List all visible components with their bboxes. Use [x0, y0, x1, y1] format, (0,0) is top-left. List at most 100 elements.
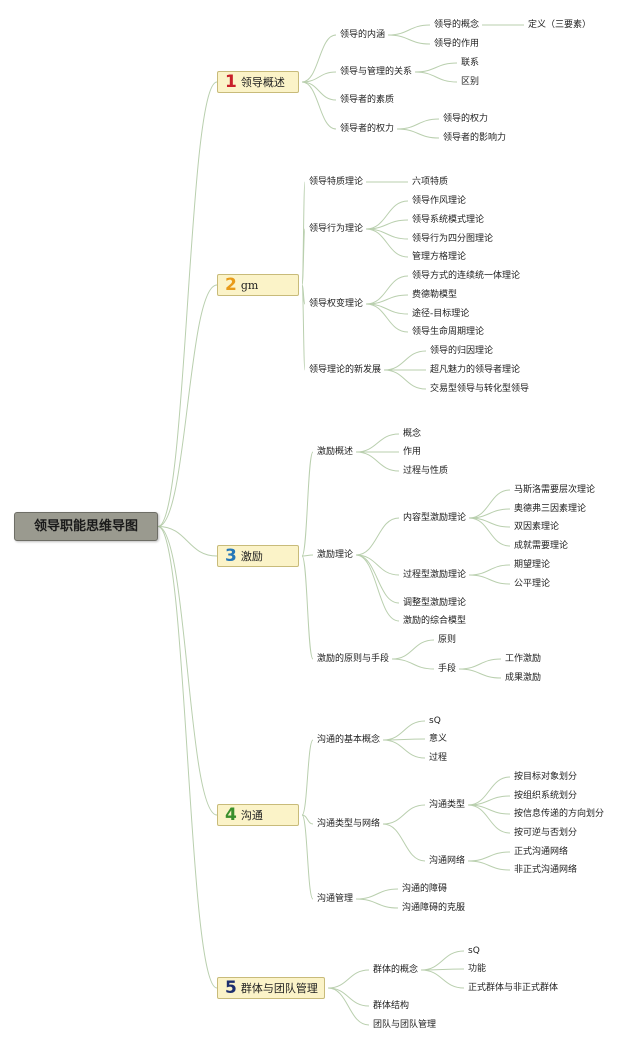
topic-4-label: 沟通: [240, 809, 263, 822]
node-3-3-2[interactable]: 手段: [438, 664, 457, 674]
node-1-1-2[interactable]: 领导的作用: [434, 39, 480, 49]
node-5-1-3[interactable]: 正式群体与非正式群体: [468, 983, 559, 993]
node-5-2[interactable]: 群体结构: [373, 1001, 410, 1011]
node-2-4-2[interactable]: 超凡魅力的领导者理论: [430, 365, 521, 375]
connector-line: [421, 969, 465, 989]
node-4-2-2[interactable]: 沟通网络: [429, 856, 466, 866]
node-4-2-1[interactable]: 沟通类型: [429, 800, 466, 810]
node-4-3[interactable]: 沟通管理: [317, 894, 354, 904]
node-3-2-3[interactable]: 调整型激励理论: [403, 598, 467, 608]
connector-line: [468, 860, 511, 871]
node-2-2-4[interactable]: 管理方格理论: [412, 252, 467, 262]
node-4-1-3[interactable]: 过程: [429, 753, 448, 763]
connector-line: [356, 888, 399, 900]
node-1-2[interactable]: 领导与管理的关系: [340, 67, 413, 77]
node-1-3[interactable]: 领导者的素质: [340, 95, 395, 105]
node-4-2-1-2[interactable]: 按组织系统划分: [514, 791, 578, 801]
connector-line: [301, 71, 337, 83]
connector-line: [301, 554, 314, 557]
node-5-1-2[interactable]: 功能: [468, 964, 487, 974]
node-4-1-1[interactable]: sQ: [429, 716, 441, 726]
node-2-4-1[interactable]: 领导的归因理论: [430, 346, 494, 356]
node-3-1[interactable]: 激励概述: [317, 447, 354, 457]
node-3-3-2-2[interactable]: 成果激励: [505, 673, 542, 683]
node-2-2-3[interactable]: 领导行为四分图理论: [412, 234, 494, 244]
node-3-2[interactable]: 激励理论: [317, 550, 354, 560]
connector-line: [469, 564, 511, 576]
node-3-3-1[interactable]: 原则: [438, 635, 457, 645]
node-3-2-4[interactable]: 激励的综合模型: [403, 616, 467, 626]
node-2-3-3[interactable]: 途径-目标理论: [412, 309, 470, 319]
node-4-2-1-1[interactable]: 按目标对象划分: [514, 772, 578, 782]
node-4-3-2[interactable]: 沟通障碍的克服: [402, 903, 466, 913]
connector-line: [397, 118, 440, 130]
node-1-4[interactable]: 领导者的权力: [340, 124, 395, 134]
node-5-1[interactable]: 群体的概念: [373, 965, 419, 975]
node-2-3[interactable]: 领导权变理论: [309, 299, 364, 309]
node-2-1-1[interactable]: 六项特质: [412, 177, 449, 187]
node-1-2-2[interactable]: 区别: [461, 77, 480, 87]
connector-line: [397, 128, 440, 139]
node-3-2-2[interactable]: 过程型激励理论: [403, 570, 467, 580]
node-3-3[interactable]: 激励的原则与手段: [317, 654, 390, 664]
connector-line: [356, 451, 400, 472]
connector-line: [157, 526, 218, 989]
node-3-2-1-4[interactable]: 成就需要理论: [514, 541, 569, 551]
node-3-1-3[interactable]: 过程与性质: [403, 466, 449, 476]
connector-line: [468, 517, 511, 547]
connector-line: [392, 658, 435, 670]
node-1-4-1[interactable]: 领导的权力: [443, 114, 489, 124]
node-3-1-2[interactable]: 作用: [403, 447, 422, 457]
node-4-1-2[interactable]: 意义: [429, 734, 448, 744]
connector-line: [356, 898, 399, 909]
node-3-2-1-1[interactable]: 马斯洛需要层次理论: [514, 485, 596, 495]
node-4-2-1-3[interactable]: 按信息传递的方向划分: [514, 809, 605, 819]
node-4-2[interactable]: 沟通类型与网络: [317, 819, 381, 829]
connector-line: [459, 668, 502, 679]
connector-line: [382, 823, 426, 862]
connector-line: [366, 294, 409, 305]
node-3-2-1-3[interactable]: 双因素理论: [514, 522, 560, 532]
connector-line: [301, 814, 314, 825]
node-2-3-2[interactable]: 费德勒模型: [412, 290, 458, 300]
connector-line: [468, 776, 511, 806]
topic-5-label: 群体与团队管理: [240, 982, 318, 995]
node-5-1-1[interactable]: sQ: [468, 946, 480, 956]
node-2-1[interactable]: 领导特质理论: [309, 177, 364, 187]
node-3-2-1[interactable]: 内容型激励理论: [403, 513, 467, 523]
node-2-4[interactable]: 领导理论的新发展: [309, 365, 382, 375]
node-3-2-2-1[interactable]: 期望理论: [514, 560, 551, 570]
node-2-2-2[interactable]: 领导系统模式理论: [412, 215, 485, 225]
node-5-3[interactable]: 团队与团队管理: [373, 1020, 437, 1030]
node-2-3-4[interactable]: 领导生命周期理论: [412, 327, 485, 337]
topic-3-number: 3: [225, 546, 237, 566]
node-2-2[interactable]: 领导行为理论: [309, 224, 364, 234]
node-4-3-1[interactable]: 沟通的障碍: [402, 884, 448, 894]
node-4-1[interactable]: 沟通的基本概念: [317, 735, 381, 745]
connector-line: [301, 739, 314, 816]
node-4-2-2-1[interactable]: 正式沟通网络: [514, 847, 569, 857]
node-1-1[interactable]: 领导的内涵: [340, 30, 386, 40]
node-4-2-2-2[interactable]: 非正式沟通网络: [514, 865, 578, 875]
node-2-2-1[interactable]: 领导作风理论: [412, 196, 467, 206]
connector-line: [355, 517, 400, 556]
node-1-1-1-1[interactable]: 定义（三要素）: [528, 20, 592, 30]
node-3-1-1[interactable]: 概念: [403, 429, 422, 439]
node-4-2-1-4[interactable]: 按可逆与否划分: [514, 828, 578, 838]
node-3-3-2-1[interactable]: 工作激励: [505, 654, 542, 664]
node-2-3-1[interactable]: 领导方式的连续统一体理论: [412, 271, 521, 281]
connector-line: [388, 34, 431, 45]
node-1-4-2[interactable]: 领导者的影响力: [443, 133, 507, 143]
node-3-2-2-2[interactable]: 公平理论: [514, 579, 551, 589]
node-1-2-1[interactable]: 联系: [461, 58, 480, 68]
node-3-2-1-2[interactable]: 奥德弗三因素理论: [514, 504, 587, 514]
node-1-1-1[interactable]: 领导的概念: [434, 20, 480, 30]
node-2-4-3[interactable]: 交易型领导与转化型领导: [430, 384, 530, 394]
root-node[interactable]: 领导职能思维导图: [14, 512, 158, 541]
